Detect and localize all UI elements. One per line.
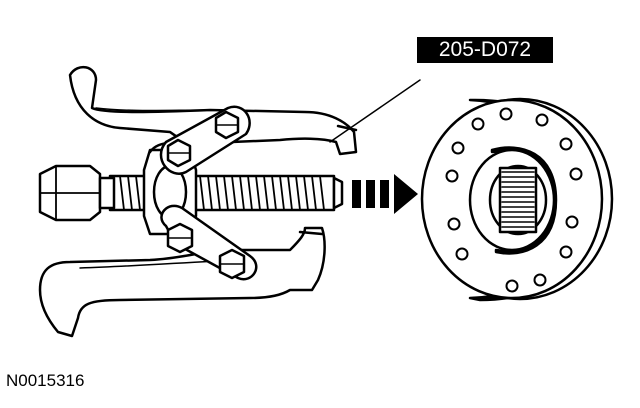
- lower-link-bolt-outer: [218, 248, 246, 280]
- upper-jaw: [68, 65, 358, 156]
- leader-line: [329, 79, 421, 143]
- figure-id-label: N0015316: [6, 371, 85, 390]
- upper-link-bolt-inner: [166, 138, 192, 168]
- lower-link-arm: [160, 204, 258, 281]
- bolt-hex-head: [38, 164, 116, 222]
- driveshaft-flange: [420, 97, 614, 302]
- upper-link-bolt-outer: [214, 110, 240, 140]
- flange-splined-hub: [468, 146, 558, 255]
- lower-jaw: [38, 226, 326, 338]
- upper-link-arm: [159, 105, 251, 175]
- direction-arrow-icon: [352, 174, 418, 214]
- flange-bolt-holes: [445, 107, 583, 293]
- lower-link-bolt-inner: [166, 222, 194, 254]
- special-tool-callout: 205-D072: [417, 37, 553, 63]
